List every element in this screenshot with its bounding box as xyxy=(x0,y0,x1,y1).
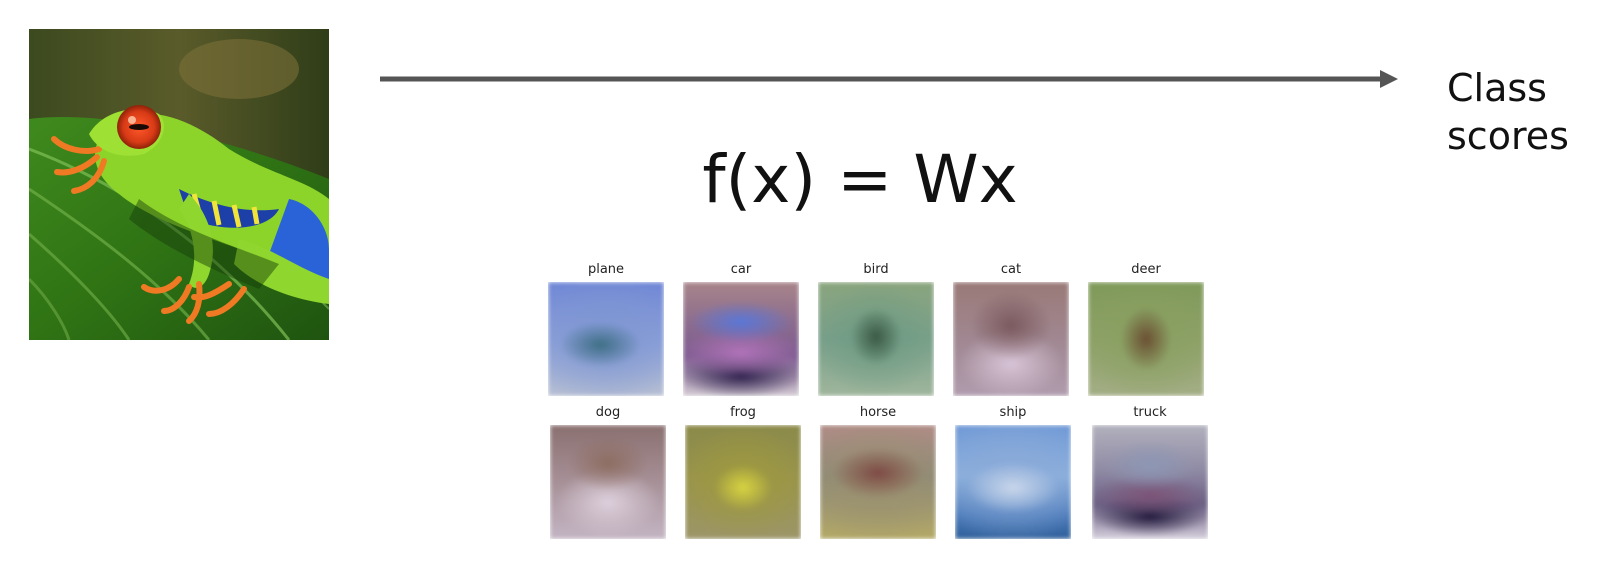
template-label: plane xyxy=(587,262,625,277)
template-bird: bird xyxy=(818,262,934,402)
template-label: frog xyxy=(730,405,756,420)
template-label: car xyxy=(730,262,752,277)
template-deer: deer xyxy=(1088,262,1204,402)
formula: f(x) = Wx xyxy=(702,141,1018,218)
template-image xyxy=(683,282,799,396)
template-dog: dog xyxy=(550,405,666,545)
template-label: horse xyxy=(859,405,897,420)
frog-photo-icon xyxy=(27,29,330,341)
template-image xyxy=(818,282,934,396)
class-scores-line1: Class xyxy=(1447,66,1547,110)
template-image xyxy=(548,282,664,396)
template-cat: cat xyxy=(953,262,1069,402)
template-label: deer xyxy=(1131,262,1161,277)
template-image xyxy=(685,425,801,539)
template-image xyxy=(953,282,1069,396)
template-label: bird xyxy=(863,262,889,277)
template-image xyxy=(820,425,936,539)
class-scores-line2: scores xyxy=(1447,114,1569,158)
template-image xyxy=(1092,425,1208,539)
template-truck: truck xyxy=(1092,405,1208,545)
template-car: car xyxy=(683,262,799,402)
template-ship: ship xyxy=(955,405,1071,545)
template-label: ship xyxy=(999,405,1027,420)
template-image xyxy=(550,425,666,539)
template-plane: plane xyxy=(548,262,664,402)
template-image xyxy=(1088,282,1204,396)
template-label: dog xyxy=(595,405,621,420)
class-scores-label: Class scores xyxy=(1447,64,1569,160)
template-image xyxy=(955,425,1071,539)
template-label: truck xyxy=(1133,405,1167,420)
template-frog: frog xyxy=(685,405,801,545)
mapping-arrow xyxy=(380,66,1400,92)
templates-grid: plane car bird cat deer dog frog horse s… xyxy=(548,262,1228,552)
template-horse: horse xyxy=(820,405,936,545)
template-label: cat xyxy=(1000,262,1022,277)
